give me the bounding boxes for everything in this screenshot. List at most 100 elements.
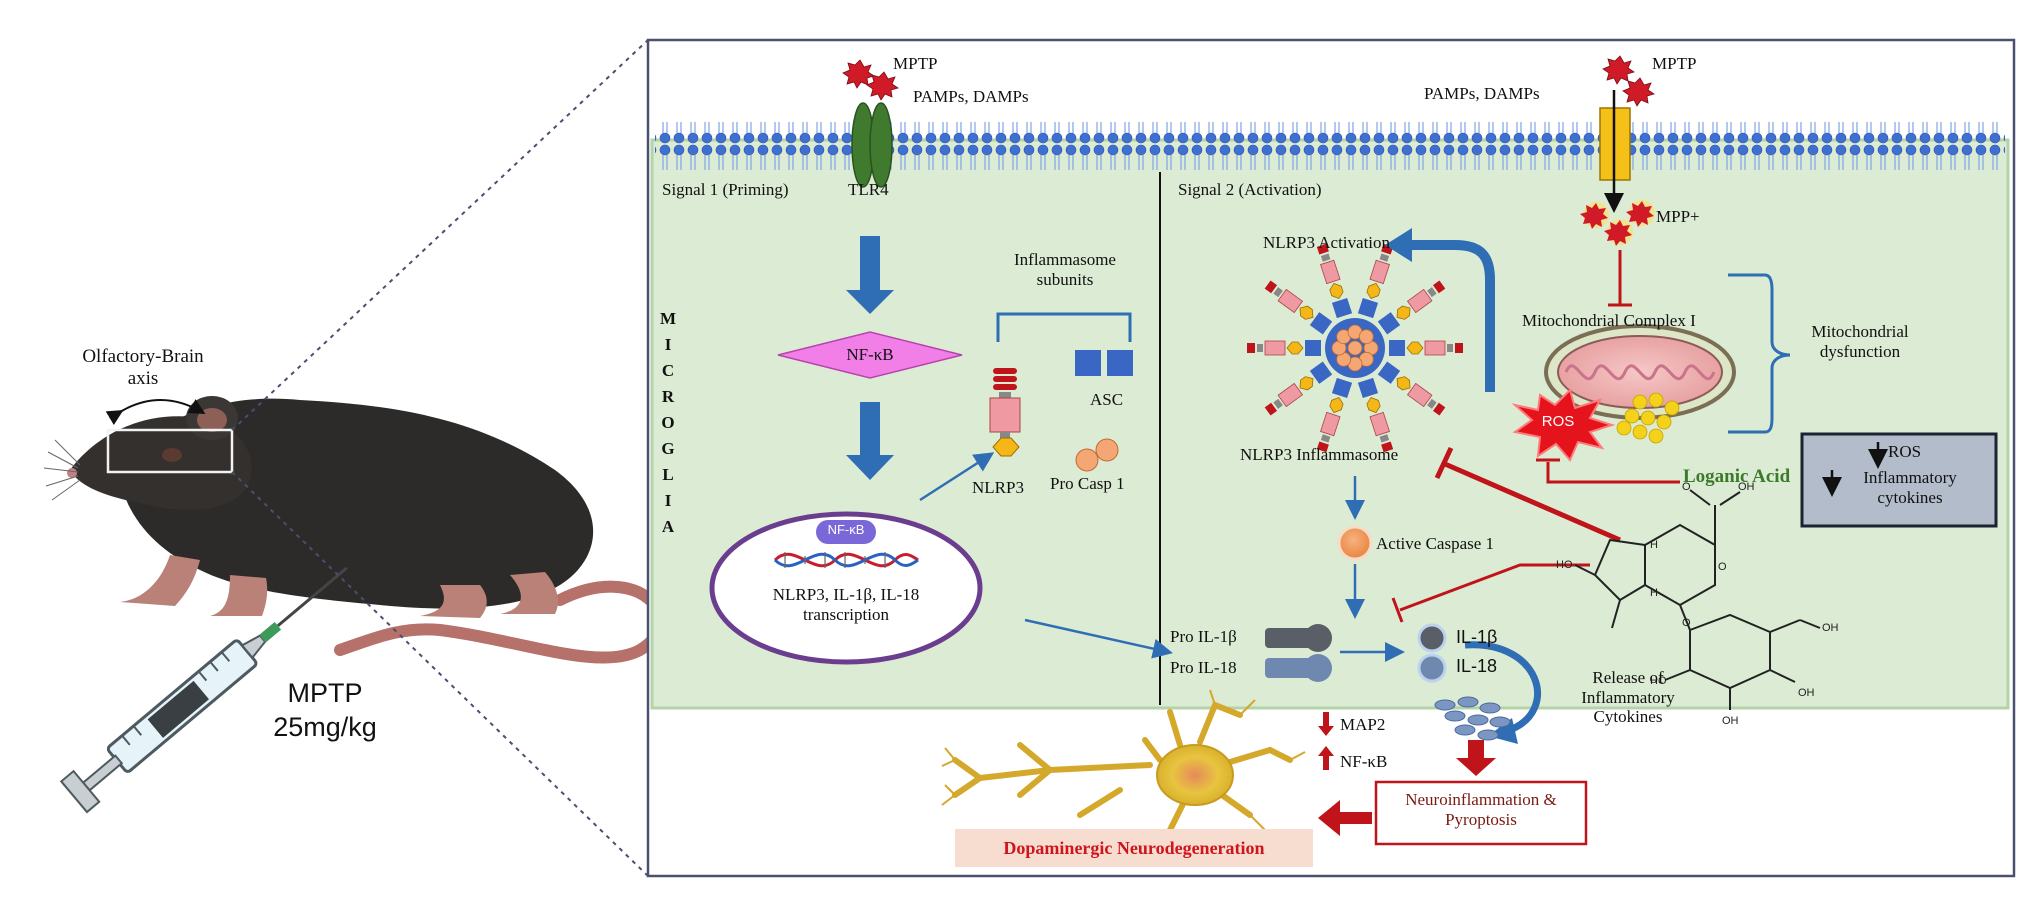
release-arrow	[1464, 641, 1541, 734]
dopaminergic-label: Dopaminergic Neurodegeneration	[1003, 838, 1265, 858]
mptp-molecules-left	[842, 59, 899, 101]
axis-label-line1: Olfactory-Brain	[82, 346, 204, 367]
dose-line2: 25mg/kg	[273, 711, 377, 742]
transcription-label: NLRP3, IL-1β, IL-18 transcription	[740, 585, 952, 624]
il1b-ball	[1417, 623, 1447, 653]
release-line3: Cytokines	[1593, 707, 1663, 727]
ros-burst-label: ROS	[1541, 413, 1575, 430]
inflammasome-center-bead	[1347, 340, 1363, 356]
ros-particles	[1616, 392, 1680, 444]
dopaminergic-box	[955, 829, 1313, 867]
il1b-label: IL-1β	[1456, 627, 1498, 647]
map2-down-arrow	[1318, 712, 1334, 736]
inflammasome-arm	[1264, 361, 1333, 416]
loganic-acid-structure	[1574, 489, 1821, 710]
neuroinflammation-box	[1374, 780, 1588, 846]
microglia-letter: A	[661, 517, 675, 536]
mito-dysfunction-label: Mitochondrial dysfunction	[1790, 322, 1930, 361]
release-line1: Release of	[1592, 668, 1664, 687]
svg-text:O: O	[1682, 617, 1691, 629]
active-caspase-ball	[1337, 525, 1373, 561]
subunits-label: Inflammasome subunits	[990, 250, 1140, 289]
nfkb-up-arrow	[1318, 746, 1334, 770]
released-cytokines	[1434, 696, 1511, 741]
nlrp3-protein	[989, 368, 1021, 457]
inflammasome-inhibit-bar	[1434, 446, 1454, 480]
transcription-ellipse	[709, 511, 983, 665]
svg-text:OH: OH	[1738, 481, 1755, 493]
loganic-acid-label: Loganic Acid	[1683, 466, 1791, 487]
svg-text:O: O	[1682, 481, 1691, 493]
mito-bracket	[1728, 273, 1791, 434]
microglia-letter: L	[662, 465, 674, 484]
inflammasome-arm	[1316, 377, 1353, 453]
loganic-to-ros-inhibit	[1546, 462, 1680, 484]
inflammasome-arm	[1264, 280, 1333, 335]
mpp-molecules	[1580, 200, 1655, 246]
subunits-line2: subunits	[1036, 269, 1094, 289]
neuroinflammation-line1: Neuroinflammation &	[1405, 790, 1557, 809]
activation-arrow-head	[1385, 228, 1412, 262]
svg-text:OH: OH	[1822, 622, 1839, 634]
dose-line1: MPTP	[287, 678, 363, 708]
dose-label: MPTP 25mg/kg	[250, 677, 400, 745]
nfkb-diamond	[777, 331, 963, 379]
pro-il1b-label: Pro IL-1β	[1170, 627, 1237, 646]
pro-il-molecules	[1265, 624, 1332, 682]
arrow-to-nlrp3	[919, 452, 995, 502]
mito-dysfunction-line2: dysfunction	[1819, 341, 1901, 361]
map2-label: MAP2	[1340, 715, 1386, 734]
activation-arrow-shaft	[1410, 240, 1495, 392]
nlrp3-label: NLRP3	[972, 478, 1024, 497]
microglia-letter: O	[661, 413, 675, 432]
effect-cyt-line1: Inflammatory	[1863, 468, 1957, 487]
microglia-letter: R	[661, 387, 675, 406]
active-caspase-label: Active Caspase 1	[1376, 534, 1495, 553]
arrow-to-pro-il	[1024, 618, 1173, 659]
arrow-to-neuroinflammation	[1456, 740, 1496, 776]
inflammasome-arm	[1389, 340, 1463, 356]
nlrp3-inflammasome-complex	[1247, 243, 1463, 453]
effect-cyt-line2: cytokines	[1877, 487, 1943, 507]
pro-il18-label: Pro IL-18	[1170, 658, 1237, 677]
zoom-line-top	[231, 39, 649, 431]
inflammasome-arm	[1377, 280, 1446, 335]
mpp-label: MPP+	[1656, 207, 1700, 226]
ros-burst	[1511, 388, 1616, 462]
svg-text:H: H	[1650, 587, 1658, 599]
il18-label: IL-18	[1456, 656, 1498, 676]
signal1-label: Signal 1 (Priming)	[662, 180, 789, 199]
signal1-arrows	[846, 236, 894, 480]
nfkb-dna-label: NF-κB	[827, 522, 865, 537]
pamps-right-label: PAMPs, DAMPs	[1424, 84, 1540, 103]
signal2-label: Signal 2 (Activation)	[1178, 180, 1322, 199]
inflammasome-arm	[1316, 243, 1353, 319]
tlr4-receptor	[851, 102, 893, 188]
subunits-bracket	[996, 312, 1132, 342]
mouse-illustration	[43, 396, 666, 664]
mptp-molecules-right	[1602, 55, 1655, 107]
microglia-letter: C	[661, 361, 675, 380]
pro-casp1-b	[1095, 438, 1119, 462]
syringe-illustration	[59, 566, 348, 814]
neuroinflammation-label: Neuroinflammation & Pyroptosis	[1376, 790, 1586, 829]
inflammasome-arm	[1377, 361, 1446, 416]
asc-label: ASC	[1090, 390, 1124, 409]
mito-complex-label: Mitochondrial Complex I	[1522, 311, 1696, 330]
mitochondrion	[1544, 324, 1736, 420]
inflammasome-arm	[1247, 340, 1321, 356]
nfkb-diamond-label: NF-κB	[846, 345, 894, 364]
pamps-left-label: PAMPs, DAMPs	[913, 87, 1029, 106]
nfkb-dna-badge	[816, 520, 876, 544]
microglia-letter: M	[659, 309, 677, 328]
mptp-right-label: MPTP	[1652, 54, 1697, 73]
loganic-to-il-inhibit	[1399, 563, 1590, 612]
transcription-line2: transcription	[803, 604, 889, 624]
microglia-letter: G	[661, 439, 675, 458]
inflammasome-arm	[1357, 243, 1394, 319]
zoom-line-bottom	[231, 471, 649, 877]
effect-ros-label: ROS	[1888, 442, 1922, 461]
